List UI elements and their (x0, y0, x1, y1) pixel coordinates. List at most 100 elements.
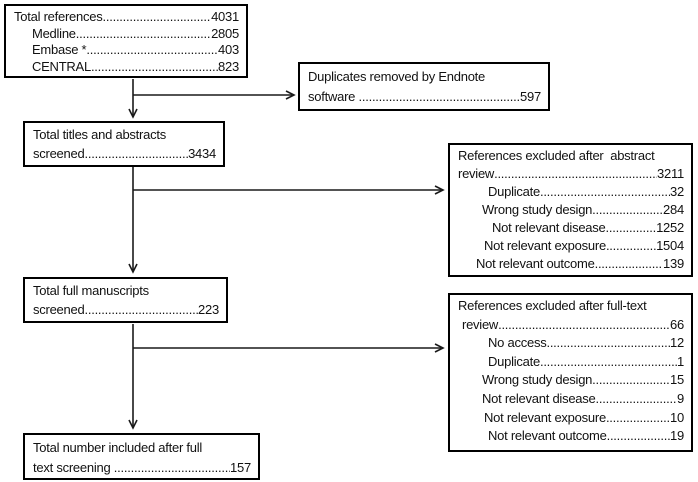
stat-line: Not relevant outcome ...................… (458, 255, 684, 273)
stat-label: Embase * (32, 42, 87, 57)
stat-line: text screening .........................… (33, 458, 251, 478)
stat-value: 3211 (657, 166, 684, 181)
box-full-manuscripts-screened: Total full manuscripts screened ........… (23, 277, 228, 323)
stat-value: 4031 (211, 9, 239, 24)
stat-line: Not relevant exposure ..................… (458, 409, 684, 428)
stat-value: 10 (670, 409, 684, 425)
box-duplicates-removed: Duplicates removed by Endnote software .… (298, 62, 550, 111)
stat-label: Total full manuscripts (33, 283, 149, 298)
dot-leader: ........................................… (546, 335, 671, 351)
dot-leader: ........................................… (605, 238, 657, 253)
stat-line: screened ...............................… (33, 144, 216, 163)
stat-value: 66 (670, 316, 684, 332)
stat-value: 1504 (656, 238, 684, 253)
stat-label: text screening (33, 459, 114, 475)
box-excluded-fulltext-review: References excluded after full-text revi… (448, 293, 693, 452)
stat-line: Wrong study design .....................… (458, 371, 684, 390)
stat-line: Embase * ...............................… (14, 42, 239, 59)
stat-line: Not relevant exposure ..................… (458, 237, 684, 255)
stat-line: review .................................… (458, 165, 684, 183)
stat-line: screened ...............................… (33, 300, 219, 319)
stat-line: Total full manuscripts (33, 281, 219, 300)
stat-label: Not relevant outcome (488, 428, 607, 444)
stat-value: 403 (218, 42, 239, 57)
stat-line: Duplicate ..............................… (458, 353, 684, 372)
stat-line: No access ..............................… (458, 334, 684, 353)
dot-leader: ........................................… (498, 316, 670, 332)
stat-label: review (458, 166, 495, 181)
stat-label: Medline (32, 25, 76, 41)
stat-value: 1252 (656, 220, 684, 235)
stat-label: Not relevant disease (482, 390, 596, 406)
dot-leader: ........................................… (594, 256, 663, 271)
dot-leader: ........................................… (75, 25, 211, 41)
stat-label: Not relevant exposure (484, 409, 606, 425)
stat-line: References excluded after abstract (458, 147, 684, 165)
dot-leader: ........................................… (90, 58, 219, 74)
stat-value: 139 (663, 256, 684, 271)
dot-leader: ........................................… (595, 390, 678, 406)
stat-value: 19 (670, 428, 684, 444)
stat-label: review (462, 316, 499, 332)
stat-label: Not relevant disease (492, 220, 606, 235)
box-total-included: Total number included after full text sc… (23, 433, 260, 480)
stat-label: Total number included after full (33, 440, 203, 455)
stat-label: Not relevant exposure (484, 238, 606, 253)
stat-line: Not relevant disease ...................… (458, 390, 684, 409)
dot-leader: ........................................… (84, 302, 198, 317)
stat-line: Not relevant outcome ...................… (458, 427, 684, 446)
dot-leader: ........................................… (605, 409, 670, 425)
dot-leader: ........................................… (113, 459, 231, 475)
dot-leader: ........................................… (592, 372, 670, 388)
stat-line: Not relevant disease ...................… (458, 219, 684, 237)
stat-line: CENTRAL ................................… (14, 59, 239, 76)
dot-leader: ........................................… (539, 184, 670, 199)
stat-line: Duplicate ..............................… (458, 183, 684, 201)
stat-line: Wrong study design .....................… (458, 201, 684, 219)
stat-label: CENTRAL (32, 58, 91, 74)
stat-label: software (308, 88, 359, 104)
stat-value: 3434 (188, 146, 216, 161)
stat-label: Wrong study design (482, 372, 593, 388)
dot-leader: ........................................… (592, 202, 663, 217)
stat-line: Total references .......................… (14, 9, 239, 26)
stat-line: Duplicates removed by Endnote (308, 67, 541, 87)
dot-leader: ........................................… (605, 220, 657, 235)
stat-label: Duplicate (488, 353, 540, 369)
stat-value: 157 (230, 459, 251, 475)
stat-value: 223 (198, 302, 219, 317)
stat-label: Wrong study design (482, 202, 593, 217)
stat-label: screened (33, 302, 85, 317)
stat-label: No access (488, 335, 547, 351)
stat-line: Medline ................................… (14, 26, 239, 43)
stat-value: 2805 (211, 25, 239, 41)
stat-line: References excluded after full-text (458, 297, 684, 316)
stat-label: References excluded after abstract (458, 148, 655, 163)
dot-leader: ........................................… (606, 428, 671, 444)
dot-leader: ........................................… (102, 9, 212, 24)
dot-leader: ........................................… (84, 146, 188, 161)
stat-label: Total titles and abstracts (33, 127, 166, 142)
stat-line: Total number included after full (33, 438, 251, 458)
stat-label: Duplicates removed by Endnote (308, 69, 486, 84)
stat-label: screened (33, 146, 85, 161)
dot-leader: ........................................… (358, 88, 521, 104)
stat-value: 12 (670, 335, 684, 351)
stat-value: 823 (218, 58, 239, 74)
box-total-references: Total references .......................… (4, 4, 248, 78)
stat-value: 9 (677, 390, 684, 406)
stat-value: 1 (677, 353, 684, 369)
stat-value: 597 (520, 88, 541, 104)
stat-value: 15 (670, 372, 684, 388)
stat-label: Total references (14, 9, 103, 24)
stat-label: Not relevant outcome (476, 256, 595, 271)
dot-leader: ........................................… (539, 353, 677, 369)
box-excluded-abstract-review: References excluded after abstract revie… (448, 143, 693, 277)
box-titles-abstracts-screened: Total titles and abstracts screened ....… (23, 121, 225, 167)
dot-leader: ........................................… (494, 166, 657, 181)
stat-label: Duplicate (488, 184, 540, 199)
stat-line: Total titles and abstracts (33, 125, 216, 144)
stat-value: 284 (663, 202, 684, 217)
dot-leader: ........................................… (86, 42, 218, 57)
